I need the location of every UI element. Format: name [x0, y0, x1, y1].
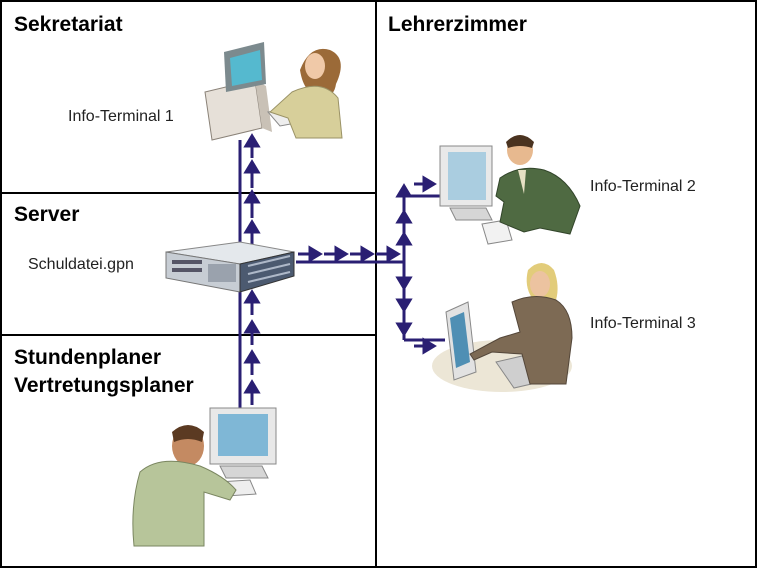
arrow-server-to-terminal-1	[243, 133, 261, 248]
arrow-planer-to-server	[243, 289, 261, 405]
person-at-computer-icon	[469, 263, 573, 385]
label-info-terminal-3: Info-Terminal 3	[590, 315, 696, 332]
arrow-to-terminal-2	[395, 175, 437, 252]
data-flow-arrows	[243, 133, 437, 405]
person-at-computer-icon	[495, 135, 581, 235]
room-title-stundenplaner: Stundenplaner	[14, 346, 162, 369]
arrow-to-terminal-3	[395, 270, 437, 355]
terminal-2-illustration	[439, 135, 581, 245]
terminal-1-illustration	[204, 42, 343, 141]
arrow-server-to-lehrerzimmer	[298, 245, 401, 263]
person-at-computer-icon	[269, 48, 343, 139]
server-rack-icon	[165, 241, 295, 293]
label-info-terminal-1: Info-Terminal 1	[68, 108, 174, 125]
desktop-computer-icon	[439, 145, 513, 245]
person-at-computer-icon	[132, 425, 237, 547]
terminal-3-illustration	[432, 263, 573, 392]
room-title-lehrerzimmer: Lehrerzimmer	[388, 13, 527, 36]
room-title-sekretariat: Sekretariat	[14, 13, 123, 36]
label-server-file: Schuldatei.gpn	[28, 256, 134, 273]
label-info-terminal-2: Info-Terminal 2	[590, 178, 696, 195]
room-title-vertretungsplaner: Vertretungsplaner	[14, 374, 194, 397]
room-title-server: Server	[14, 203, 80, 226]
planer-computer-illustration	[132, 407, 277, 547]
